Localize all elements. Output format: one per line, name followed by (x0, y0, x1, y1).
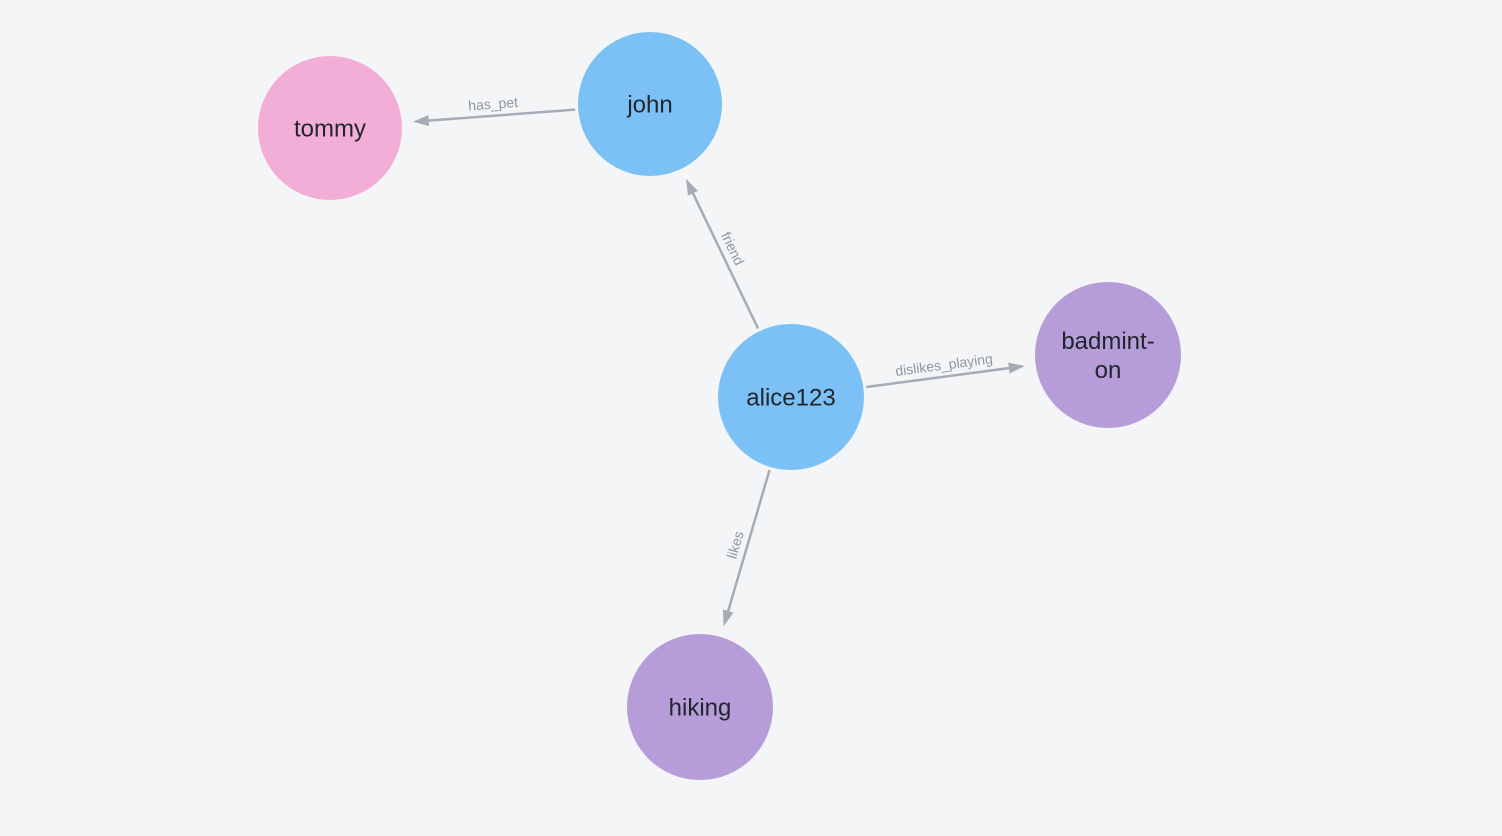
node-label: john (626, 92, 672, 119)
node-tommy[interactable]: tommy (258, 56, 402, 200)
node-label-line: badmint- (1061, 328, 1154, 355)
node-label-line: alice123 (746, 385, 835, 412)
edge-line[interactable] (726, 469, 771, 614)
edge-likes[interactable]: likes (722, 469, 771, 627)
edge-dislikes_playing[interactable]: dislikes_playing (866, 350, 1025, 389)
node-circle[interactable] (1035, 282, 1181, 428)
edge-line[interactable] (426, 108, 576, 122)
edge-arrowhead-icon (685, 178, 698, 196)
node-label: badmint-on (1061, 328, 1154, 384)
node-label-line: tommy (294, 116, 366, 143)
edge-label[interactable]: dislikes_playing (894, 350, 993, 379)
edge-label[interactable]: has_pet (468, 94, 519, 114)
edge-arrowhead-icon (1008, 362, 1025, 374)
node-label: alice123 (746, 385, 835, 412)
node-label-line: hiking (669, 695, 732, 722)
edge-line[interactable] (690, 190, 760, 330)
edge-label[interactable]: friend (718, 229, 748, 268)
edge-arrowhead-icon (722, 609, 734, 627)
edge-line[interactable] (866, 366, 1012, 389)
edge-arrowhead-icon (412, 115, 430, 127)
edge-has_pet[interactable]: has_pet (412, 94, 576, 127)
node-alice123[interactable]: alice123 (718, 324, 864, 470)
node-label: hiking (669, 695, 732, 722)
edge-label[interactable]: likes (723, 529, 746, 560)
node-circle[interactable] (578, 32, 722, 176)
node-hiking[interactable]: hiking (627, 634, 773, 780)
node-circle[interactable] (627, 634, 773, 780)
node-label-line: john (626, 92, 672, 119)
node-badminton[interactable]: badmint-on (1035, 282, 1181, 428)
node-label: tommy (294, 116, 366, 143)
node-circle[interactable] (258, 56, 402, 200)
node-circle[interactable] (718, 324, 864, 470)
node-john[interactable]: john (578, 32, 722, 176)
node-label-line: on (1095, 357, 1122, 384)
edge-friend[interactable]: friend (685, 178, 760, 330)
